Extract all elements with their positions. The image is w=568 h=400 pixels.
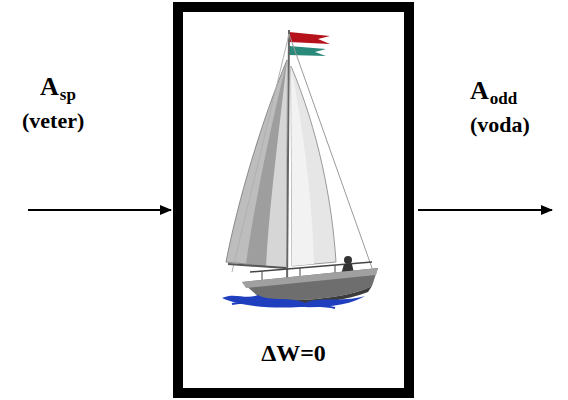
source-label: (veter) bbox=[22, 110, 84, 132]
variable-symbol: A bbox=[470, 78, 489, 104]
subscript: sp bbox=[60, 86, 76, 103]
input-arrow bbox=[28, 209, 171, 211]
balance-equation: ΔW=0 bbox=[261, 340, 326, 366]
variable-symbol: A bbox=[40, 74, 59, 100]
system-box: ΔW=0 bbox=[173, 2, 414, 398]
output-arrow bbox=[418, 209, 552, 211]
subscript: odd bbox=[490, 90, 517, 107]
sink-label: (voda) bbox=[470, 114, 530, 136]
